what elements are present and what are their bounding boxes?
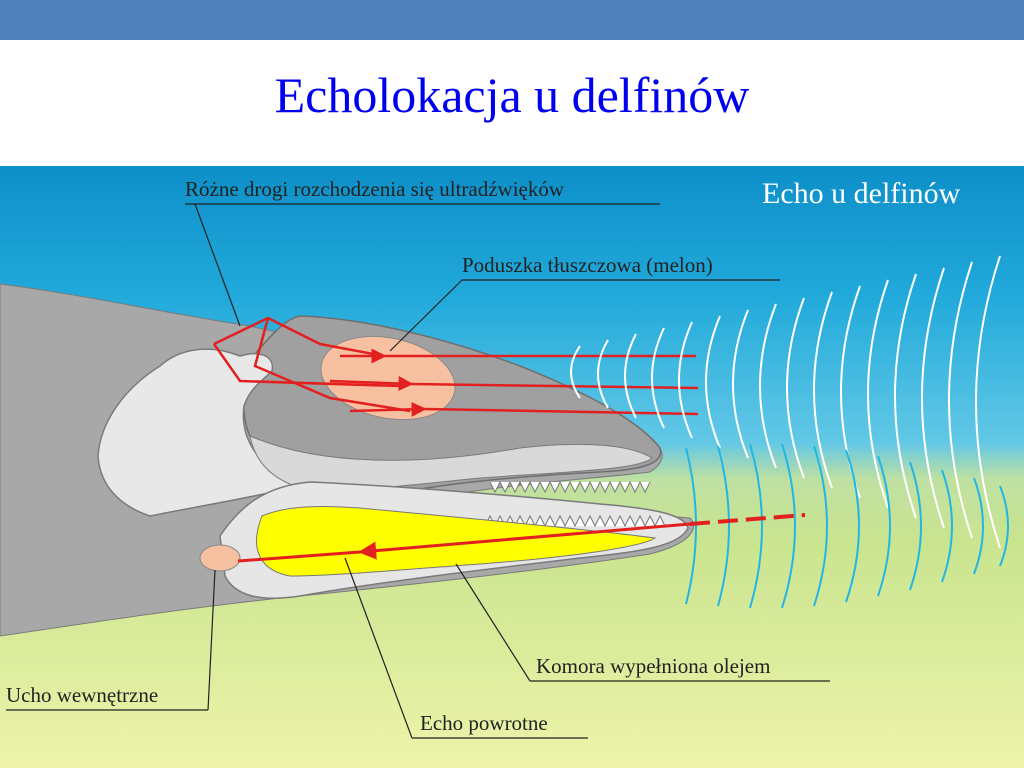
header-bar — [0, 0, 1024, 40]
sound-paths — [212, 316, 699, 417]
upper-teeth — [489, 480, 651, 494]
inner-ear — [199, 544, 241, 572]
label-echo: Echo powrotne — [344, 557, 588, 739]
label-melon: Poduszka tłuszczowa (melon) — [389, 253, 780, 352]
outgoing-waves — [570, 255, 1001, 549]
label-paths-text: Różne drogi rozchodzenia się ultradźwięk… — [185, 177, 565, 201]
oil-chamber — [256, 505, 657, 577]
diagram-title: Echo u delfinów — [762, 177, 961, 210]
echo-to-ear — [237, 550, 361, 563]
label-chamber-text: Komora wypełniona olejem — [536, 654, 770, 678]
label-chamber: Komora wypełniona olejem — [455, 563, 830, 682]
label-paths: Różne drogi rozchodzenia się ultradźwięk… — [185, 177, 660, 327]
echo-dashed-line — [689, 513, 806, 526]
returning-waves — [685, 443, 1009, 609]
label-echo-text: Echo powrotne — [420, 711, 548, 735]
slide-title: Echolokacja u delfinów — [274, 67, 750, 123]
label-melon-text: Poduszka tłuszczowa (melon) — [462, 253, 713, 277]
label-inner-ear: Ucho wewnętrzne — [6, 569, 216, 711]
echolocation-diagram: Echo u delfinów Różne drogi rozchodzenia… — [0, 166, 1024, 768]
label-inner-ear-text: Ucho wewnętrzne — [6, 683, 158, 707]
echo-return-arrow — [358, 522, 691, 560]
